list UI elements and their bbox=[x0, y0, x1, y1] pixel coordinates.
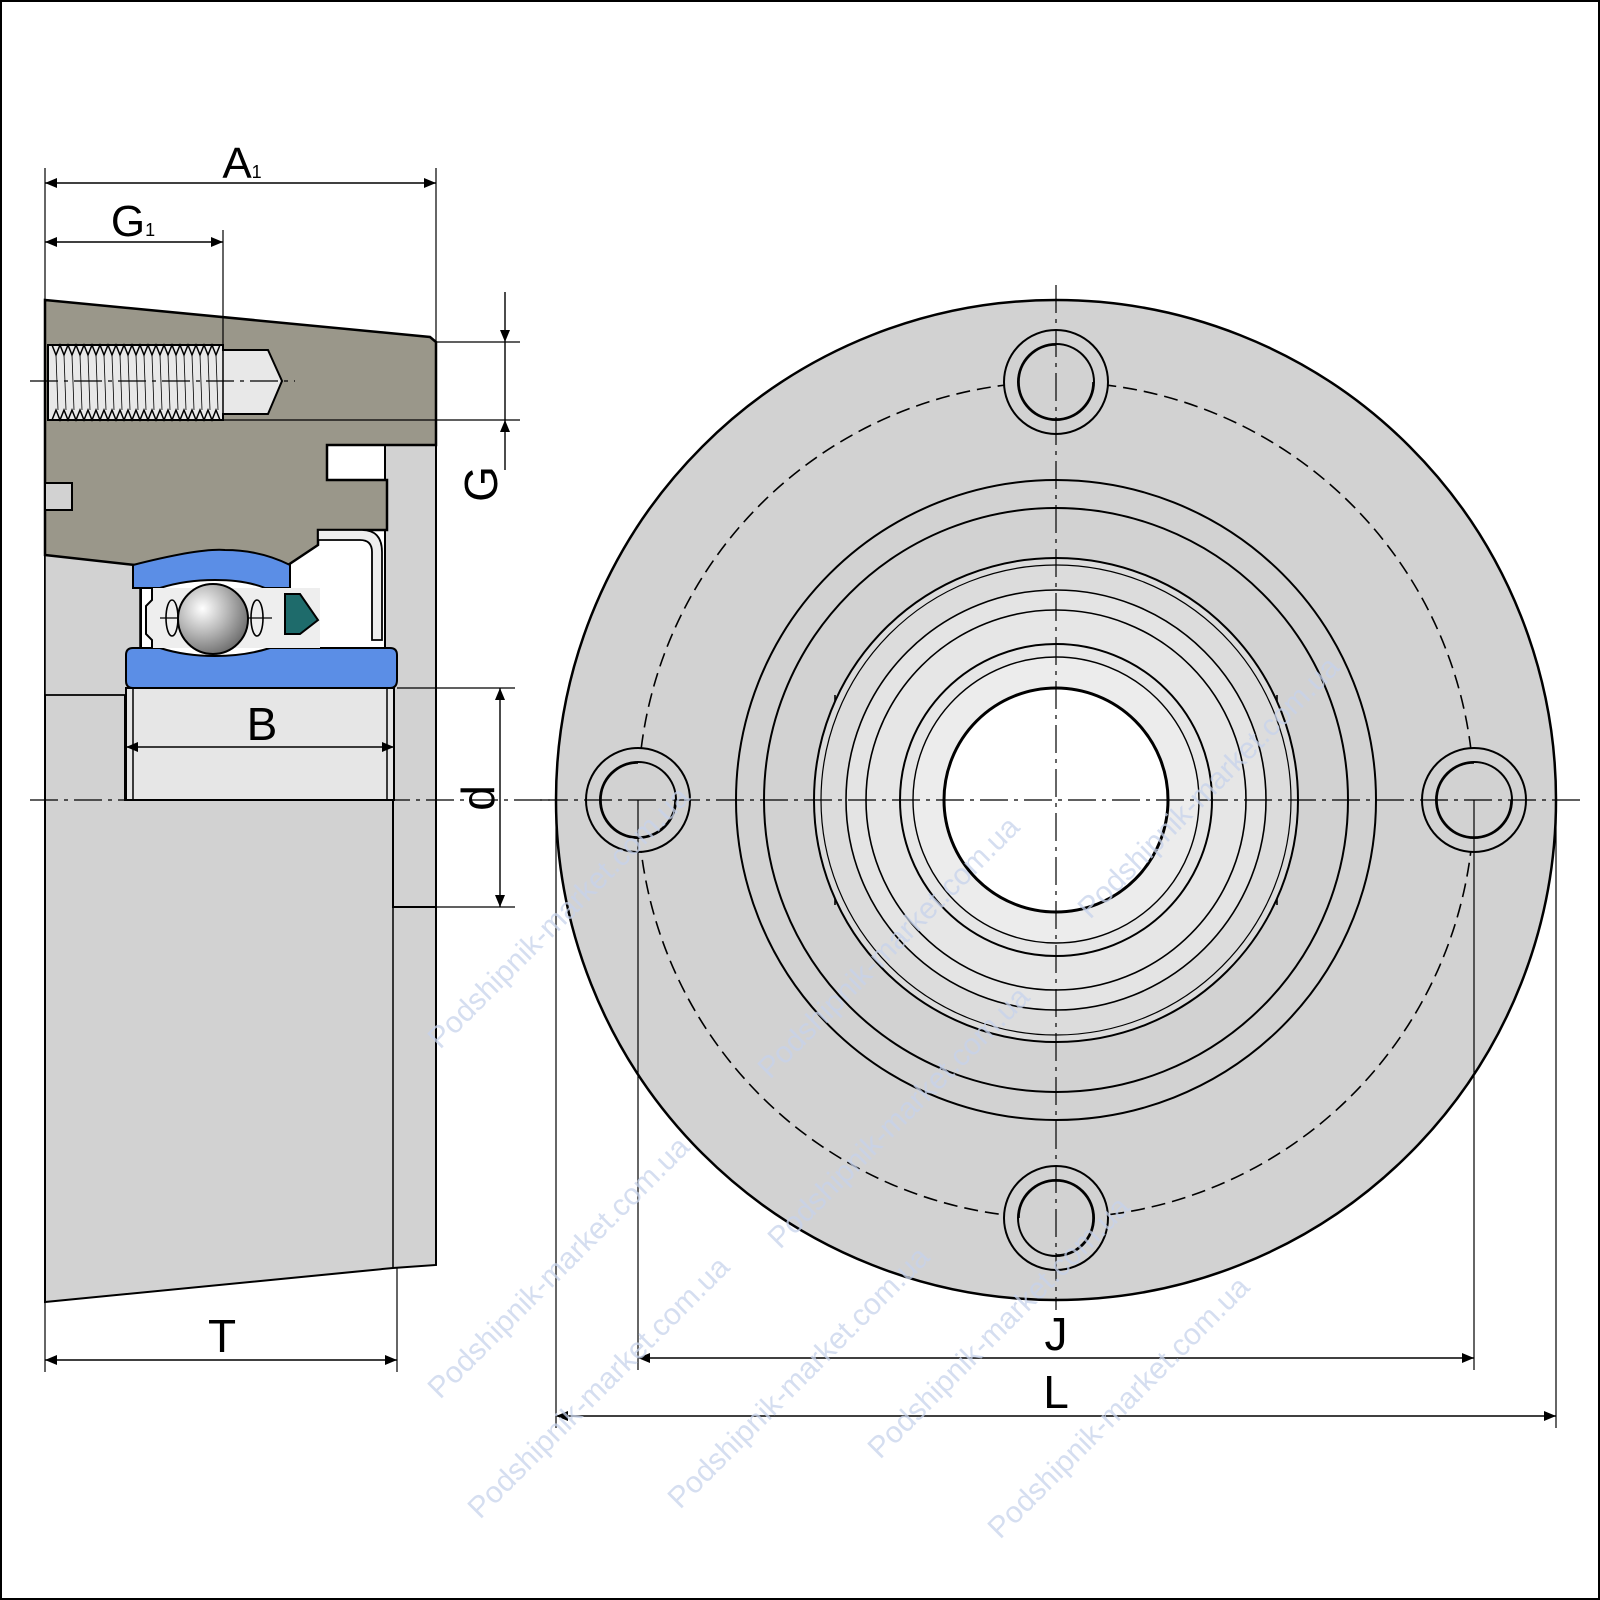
label-l: L bbox=[1043, 1366, 1069, 1418]
thread-line bbox=[191, 354, 195, 411]
thread-line bbox=[175, 354, 179, 411]
housing-section bbox=[43, 298, 438, 567]
thread-line bbox=[215, 354, 219, 411]
thread-line bbox=[135, 354, 139, 411]
thread-line bbox=[159, 354, 163, 411]
bearing-outer-ring bbox=[132, 548, 291, 589]
thread-line bbox=[79, 354, 83, 411]
threaded-hole bbox=[47, 344, 284, 421]
label-g: G bbox=[455, 466, 507, 502]
thread-line bbox=[63, 354, 67, 411]
thread-line bbox=[207, 354, 211, 411]
thread-line bbox=[199, 354, 203, 411]
seal-cover bbox=[317, 529, 383, 641]
section-view: A1 G1 G B d T bbox=[30, 139, 550, 1372]
svg-text:G1: G1 bbox=[111, 197, 155, 246]
watermark-text: Podshipnik-market.com.ua bbox=[422, 1130, 697, 1405]
thread-line bbox=[119, 354, 123, 411]
thread-line bbox=[87, 354, 91, 411]
thread-line bbox=[151, 354, 155, 411]
label-g1-sub: 1 bbox=[145, 220, 155, 240]
label-a1-sub: 1 bbox=[252, 162, 262, 182]
thread-line bbox=[143, 354, 147, 411]
front-view: J L bbox=[540, 285, 1585, 1428]
housing-notch bbox=[44, 482, 73, 511]
thread-line bbox=[127, 354, 131, 411]
thread-line bbox=[183, 354, 187, 411]
thread-line bbox=[95, 354, 99, 411]
label-t: T bbox=[208, 1310, 236, 1362]
label-j: J bbox=[1045, 1308, 1068, 1360]
label-g1: G bbox=[111, 197, 145, 246]
thread-line bbox=[55, 354, 59, 411]
thread-line bbox=[111, 354, 115, 411]
svg-text:A1: A1 bbox=[222, 139, 261, 188]
thread-teeth bbox=[51, 342, 221, 423]
thread-bottom bbox=[51, 407, 221, 423]
right-seal bbox=[284, 593, 320, 635]
label-d: d bbox=[452, 785, 504, 811]
label-b: B bbox=[247, 698, 278, 750]
left-seal bbox=[140, 587, 153, 649]
ball bbox=[177, 583, 249, 655]
bearing-inner-ring bbox=[125, 647, 398, 689]
thread-line bbox=[71, 354, 75, 411]
thread-line bbox=[103, 354, 107, 411]
label-a1: A bbox=[222, 139, 252, 188]
thread-line bbox=[167, 354, 171, 411]
